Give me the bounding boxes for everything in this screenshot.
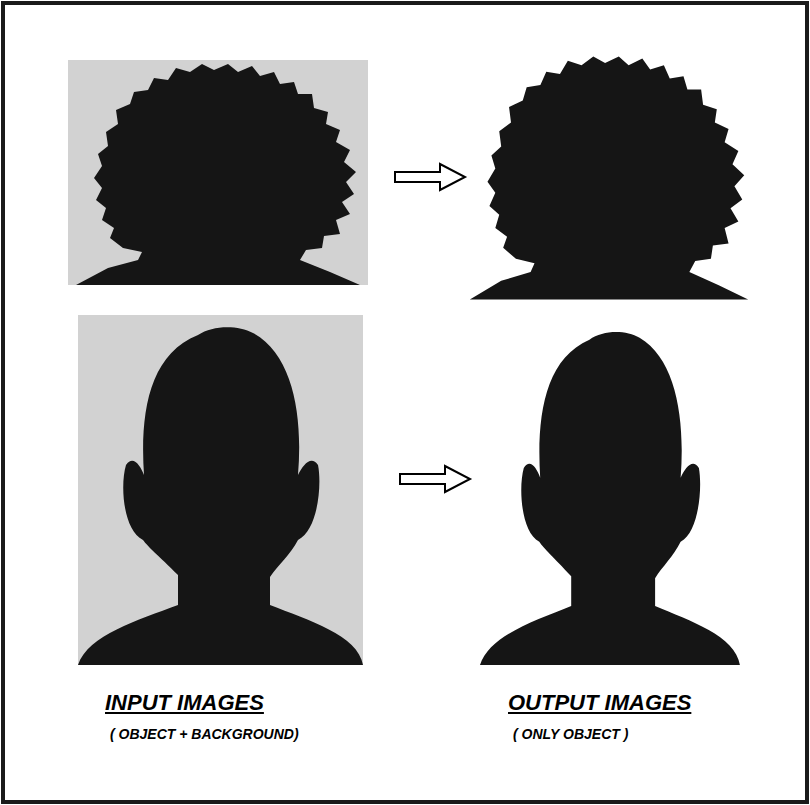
arrow-symbol: [400, 466, 470, 492]
input-silhouette: [76, 64, 360, 285]
section-subheading: ( OBJECT + BACKGROUND): [110, 726, 299, 742]
background-panel: [78, 315, 363, 665]
output-silhouette: [470, 56, 748, 299]
frame: [3, 3, 807, 802]
section-heading: INPUT IMAGES: [105, 690, 264, 716]
output-silhouette: [480, 332, 740, 665]
background-panel: [68, 60, 368, 285]
section-heading: OUTPUT IMAGES: [508, 690, 691, 716]
input-silhouette: [78, 327, 363, 665]
section-subheading: ( ONLY OBJECT ): [513, 726, 628, 742]
arrow-symbol: [395, 164, 465, 190]
